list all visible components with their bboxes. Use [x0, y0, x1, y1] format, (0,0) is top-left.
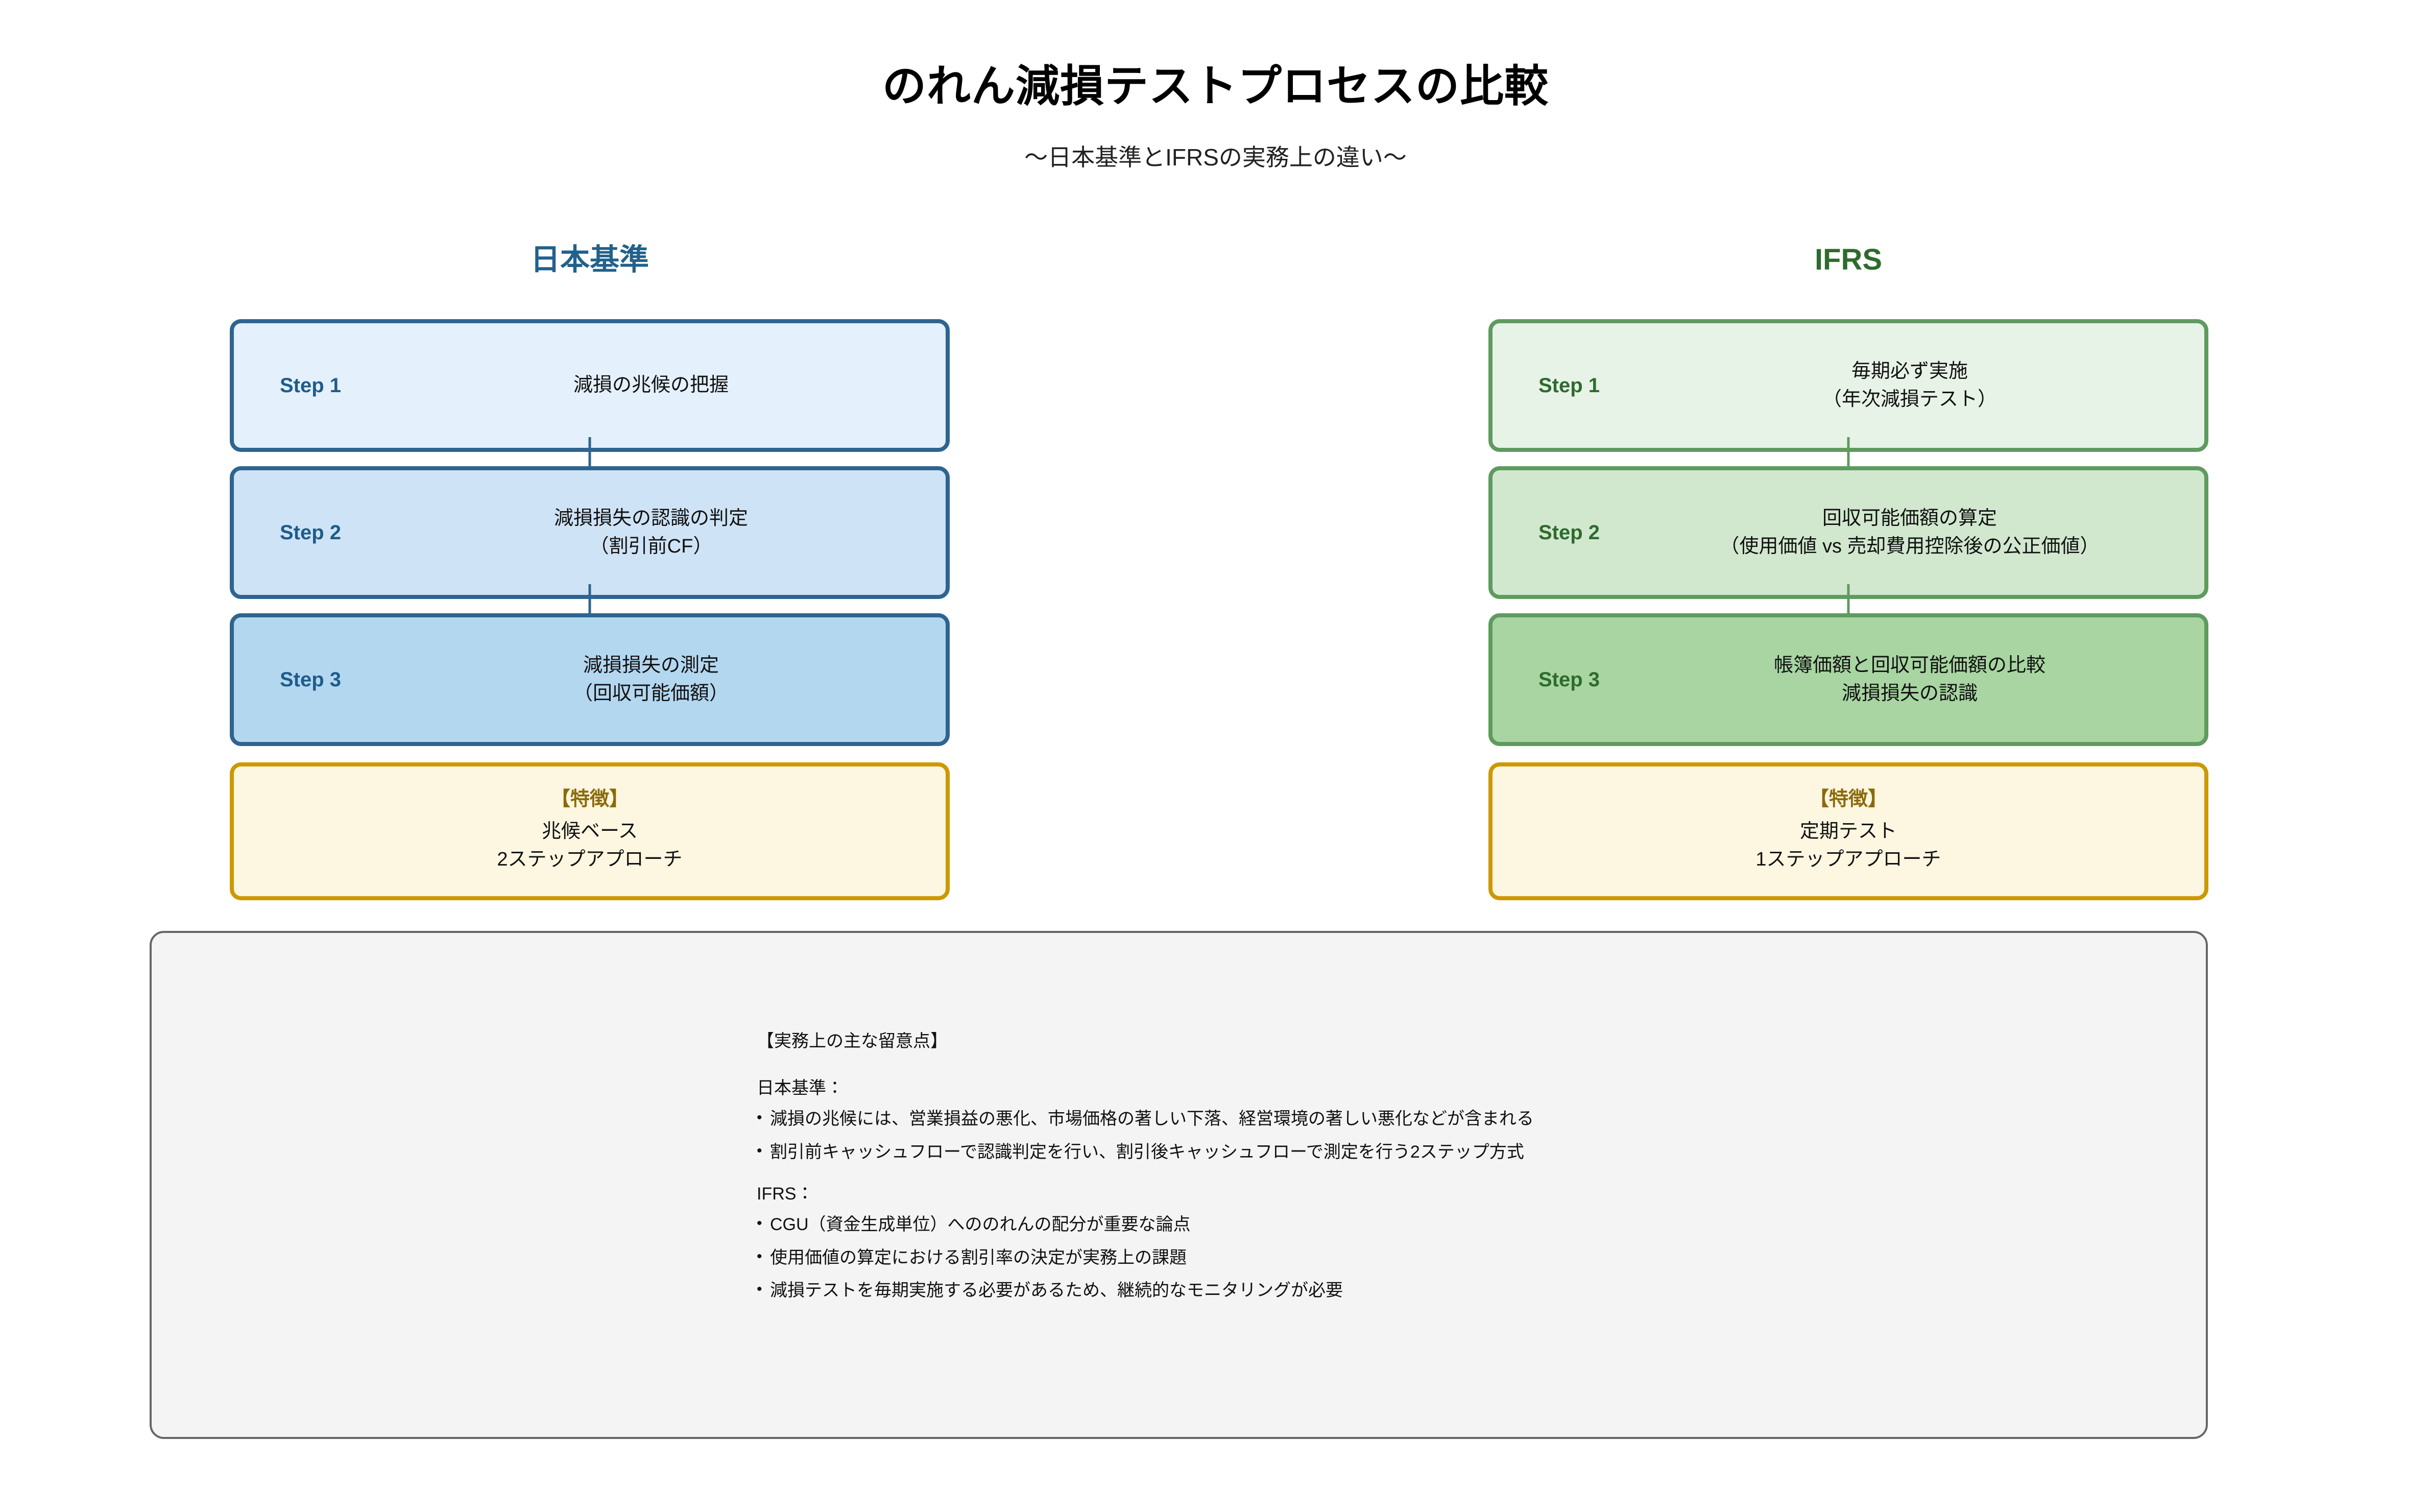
column-japan: 日本基準 Step 1 減損の兆候の把握 Step 2 減損損失の認識の判定 （… [230, 243, 950, 900]
notes-item: 使用価値の算定における割引率の決定が実務上の課題 [757, 1247, 2084, 1269]
notes-item: 減損の兆候には、営業損益の悪化、市場価格の著しい下落、経営環境の著しい悪化などが… [757, 1108, 2084, 1130]
ifrs-feature-box[interactable]: 【特徴】 定期テスト 1ステップアプローチ [1488, 762, 2208, 900]
column-header-ifrs: IFRS [1814, 243, 1883, 276]
ifrs-feature-body: 定期テスト 1ステップアプローチ [1755, 820, 1941, 870]
notes-item: CGU（資金生成単位）へののれんの配分が重要な論点 [757, 1214, 2084, 1236]
japan-step-3-text: 減損損失の測定 （回収可能価額） [573, 654, 729, 704]
japan-feature-body: 兆候ベース 2ステップアプローチ [497, 820, 683, 870]
notes-heading: 【実務上の主な留意点】 [757, 1031, 948, 1051]
column-header-japan: 日本基準 [530, 243, 649, 276]
notes-item: 割引前キャッシュフローで認識判定を行い、割引後キャッシュフローで測定を行う2ステ… [757, 1141, 2084, 1163]
japan-feature-title: 【特徴】 [550, 788, 629, 810]
ifrs-step-1-label: Step 1 [1538, 374, 1600, 397]
notes-panel: 【実務上の主な留意点】 日本基準： 減損の兆候には、営業損益の悪化、市場価格の著… [150, 931, 2208, 1439]
notes-list-ifrs: CGU（資金生成単位）へののれんの配分が重要な論点 使用価値の算定における割引率… [757, 1214, 2084, 1302]
page-title: のれん減損テストプロセスの比較 [882, 62, 1549, 111]
ifrs-step-2-box[interactable]: Step 2 回収可能価額の算定 （使用価値 vs 売却費用控除後の公正価値） [1488, 466, 2208, 599]
japan-step-2-box[interactable]: Step 2 減損損失の認識の判定 （割引前CF） [230, 466, 950, 599]
notes-group-japan: 日本基準： 減損の兆候には、営業損益の悪化、市場価格の著しい下落、経営環境の著し… [757, 1079, 2084, 1163]
ifrs-step-1-text: 毎期必ず実施 （年次減損テスト） [1822, 360, 1997, 410]
ifrs-step-1-box[interactable]: Step 1 毎期必ず実施 （年次減損テスト） [1488, 319, 2208, 452]
ifrs-feature-title: 【特徴】 [1809, 788, 1887, 810]
ifrs-step-2-text: 回収可能価額の算定 （使用価値 vs 売却費用控除後の公正価値） [1720, 507, 2100, 557]
notes-list-japan: 減損の兆候には、営業損益の悪化、市場価格の著しい下落、経営環境の著しい悪化などが… [757, 1108, 2084, 1163]
column-ifrs: IFRS Step 1 毎期必ず実施 （年次減損テスト） Step 2 回収可能… [1488, 243, 2208, 900]
ifrs-step-3-text: 帳簿価額と回収可能価額の比較 減損損失の認識 [1773, 654, 2045, 704]
japan-step-3-label: Step 3 [279, 668, 342, 691]
ifrs-step-3-box[interactable]: Step 3 帳簿価額と回収可能価額の比較 減損損失の認識 [1488, 613, 2208, 746]
notes-group-title-japan: 日本基準： [757, 1078, 844, 1098]
japan-step-1-label: Step 1 [279, 374, 342, 397]
page-subtitle: 〜日本基準とIFRSの実務上の違い〜 [1024, 144, 1407, 171]
notes-content: 【実務上の主な留意点】 日本基準： 減損の兆候には、営業損益の悪化、市場価格の著… [757, 1033, 2084, 1302]
japan-step-2-text: 減損損失の認識の判定 （割引前CF） [553, 507, 748, 557]
japan-step-1-box[interactable]: Step 1 減損の兆候の把握 [230, 319, 950, 452]
notes-group-title-ifrs: IFRS： [757, 1184, 814, 1204]
notes-item: 減損テストを毎期実施する必要があるため、継続的なモニタリングが必要 [757, 1280, 2084, 1302]
japan-step-3-box[interactable]: Step 3 減損損失の測定 （回収可能価額） [230, 613, 950, 746]
japan-step-2-label: Step 2 [279, 521, 342, 544]
japan-step-1-text: 減損の兆候の把握 [573, 374, 729, 396]
ifrs-step-2-label: Step 2 [1538, 521, 1600, 544]
japan-feature-box[interactable]: 【特徴】 兆候ベース 2ステップアプローチ [230, 762, 950, 900]
ifrs-step-3-label: Step 3 [1538, 668, 1600, 691]
notes-group-ifrs: IFRS： CGU（資金生成単位）へののれんの配分が重要な論点 使用価値の算定に… [757, 1185, 2084, 1302]
